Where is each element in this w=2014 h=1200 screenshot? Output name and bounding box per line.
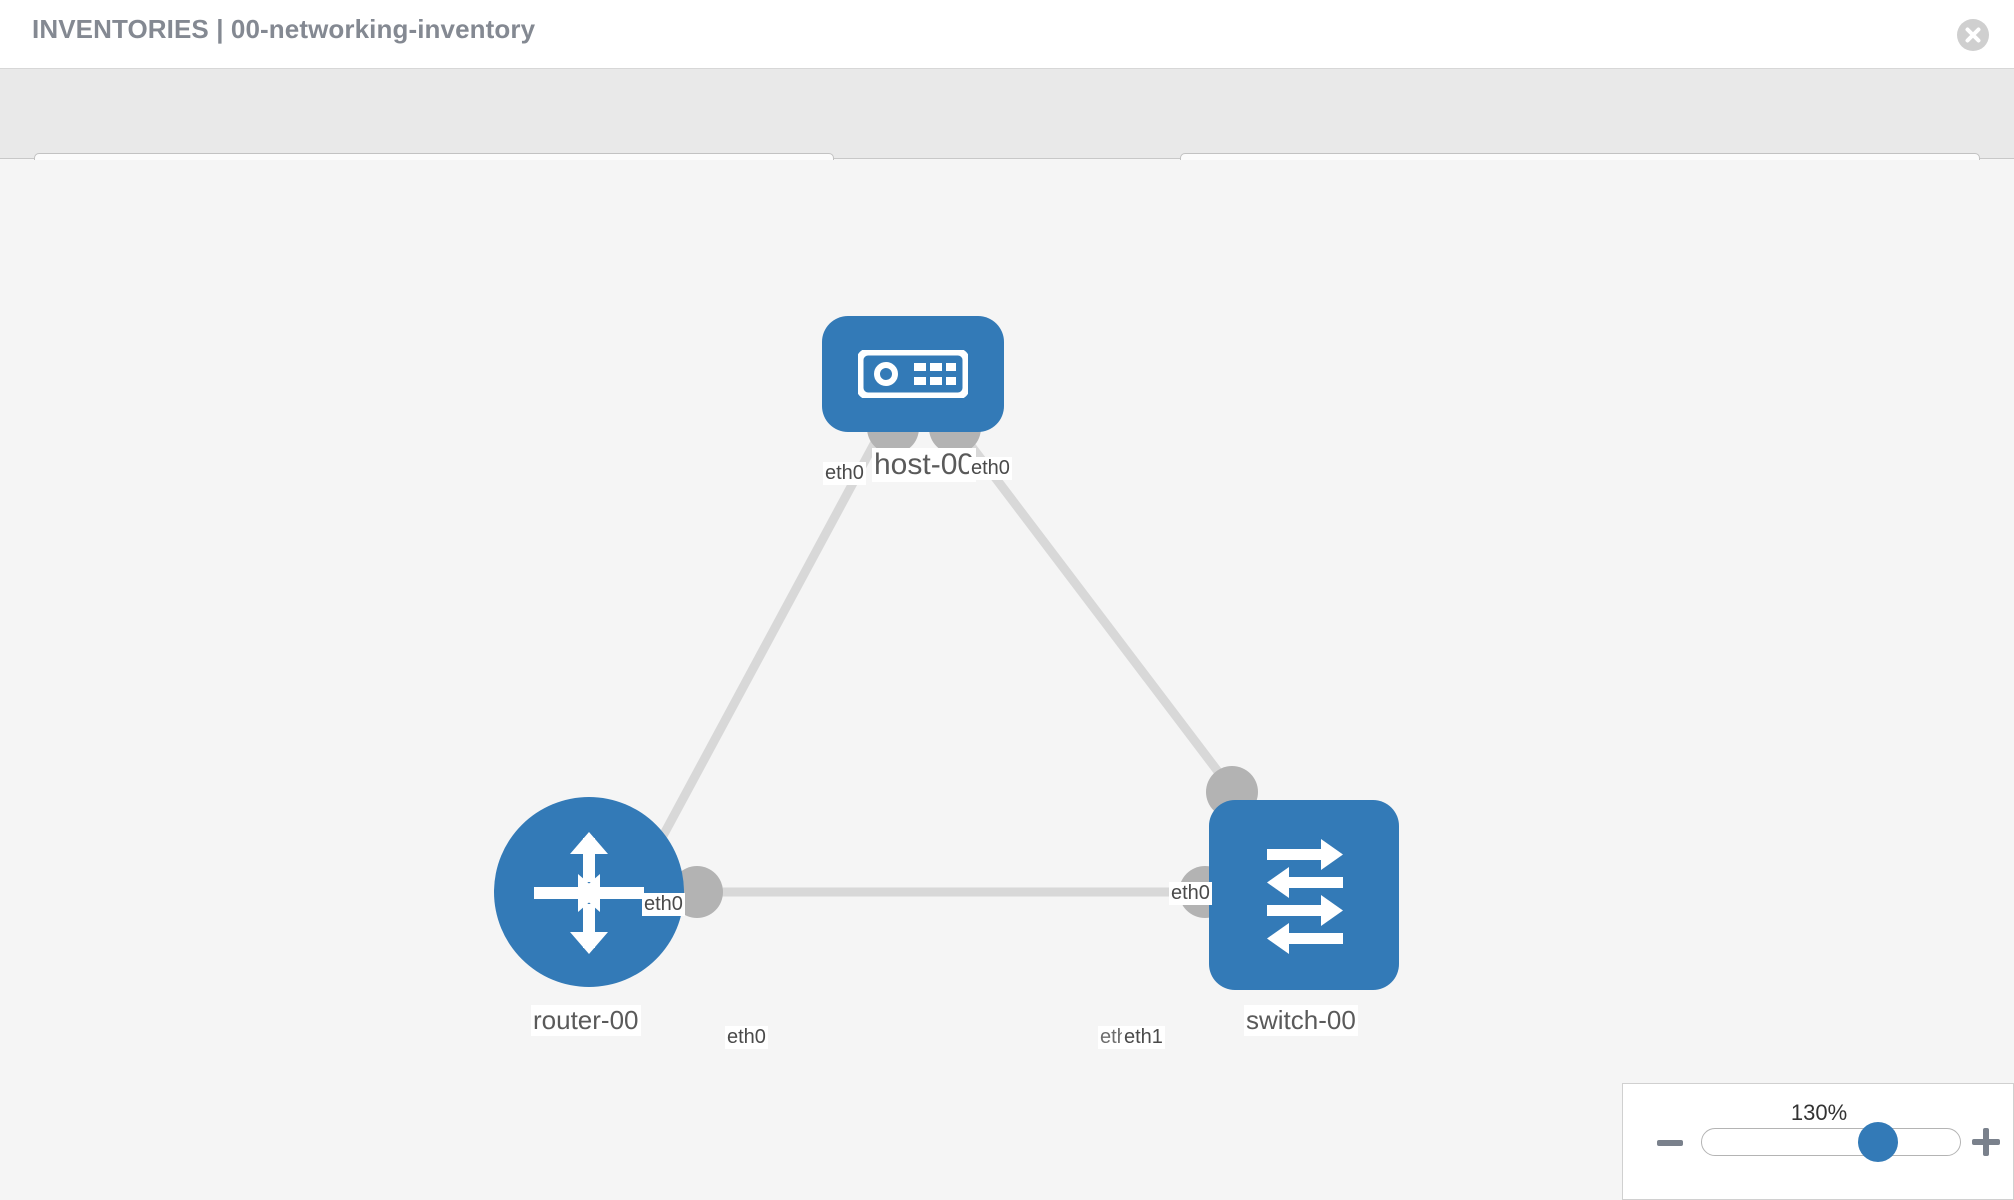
topology-links: [646, 402, 1258, 918]
zoom-slider-thumb[interactable]: [1858, 1122, 1898, 1162]
toolbar: ACTIONS SEARCH: [0, 69, 2014, 205]
edge-label-switch-left-hidden: eth: [1098, 1026, 1130, 1049]
close-icon[interactable]: [1956, 18, 1990, 52]
zoom-level-value: 130%: [1790, 1100, 1848, 1125]
edge-label-host-left: eth0: [823, 462, 866, 485]
edge-label-router-up: eth0: [642, 893, 685, 916]
plus-icon[interactable]: [1972, 1128, 2000, 1156]
node-label-switch-00: switch-00: [1244, 1005, 1358, 1036]
node-label-router-00: router-00: [531, 1005, 641, 1036]
topology-canvas[interactable]: host-00 eth0 eth0: [0, 160, 2014, 1200]
switch-node-shape[interactable]: [1209, 800, 1399, 990]
edge-label-switch-up: eth0: [1169, 882, 1212, 905]
switch-arrows-icon: [1267, 839, 1343, 954]
edge-label-host-right: eth0: [969, 457, 1012, 480]
edge-label-switch-left: eth1: [1122, 1026, 1165, 1049]
zoom-control-panel: 130%: [1622, 1083, 2014, 1200]
router-arrows-icon: [534, 832, 644, 954]
server-device-icon: [858, 350, 968, 398]
minus-icon[interactable]: [1657, 1140, 1683, 1146]
page-header: INVENTORIES | 00-networking-inventory: [0, 0, 2014, 69]
page-title: INVENTORIES | 00-networking-inventory: [32, 14, 536, 44]
edge-label-router-right: eth0: [725, 1026, 768, 1049]
node-label-host-00: host-00: [872, 448, 977, 482]
zoom-slider-track[interactable]: [1701, 1128, 1961, 1156]
host-node-shape[interactable]: [822, 316, 1004, 432]
